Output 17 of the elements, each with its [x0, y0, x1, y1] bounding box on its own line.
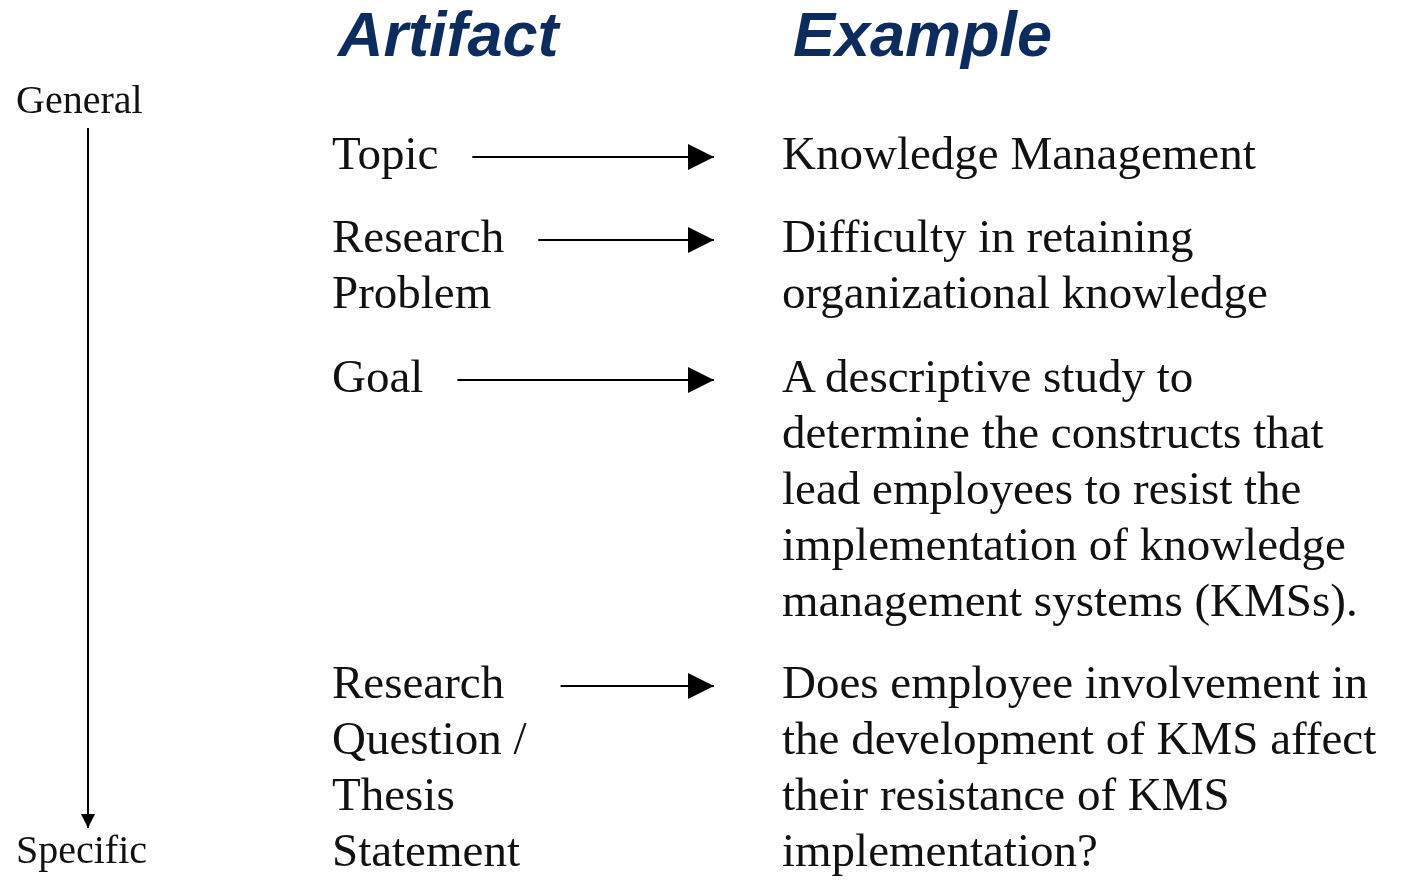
arrow: [537, 227, 715, 253]
column-heading: Example: [793, 0, 1053, 71]
arrow: [81, 127, 95, 829]
example-text: Does employee involvement in the development of KMS affect their resistance of KMS implementation?: [782, 655, 1378, 878]
artifact-label: Research Problem: [332, 209, 506, 320]
artifact-label: Goal: [332, 349, 425, 404]
arrow: [471, 144, 715, 170]
scale-label: Specific: [16, 828, 149, 872]
column-heading: Artifact: [338, 0, 559, 71]
example-text: Knowledge Management: [782, 126, 1257, 181]
example-text: Difficulty in retaining organizational knowledge: [782, 209, 1269, 320]
artifact-label: Topic: [332, 126, 440, 181]
arrow: [456, 367, 715, 393]
example-text: A descriptive study to determine the constructs that lead employees to resist the implementation of knowledge management systems (KMSs).: [782, 349, 1359, 628]
arrow: [559, 673, 715, 699]
artifact-label: Research Question / Thesis Statement: [332, 655, 528, 878]
scale-label: General: [16, 78, 144, 122]
